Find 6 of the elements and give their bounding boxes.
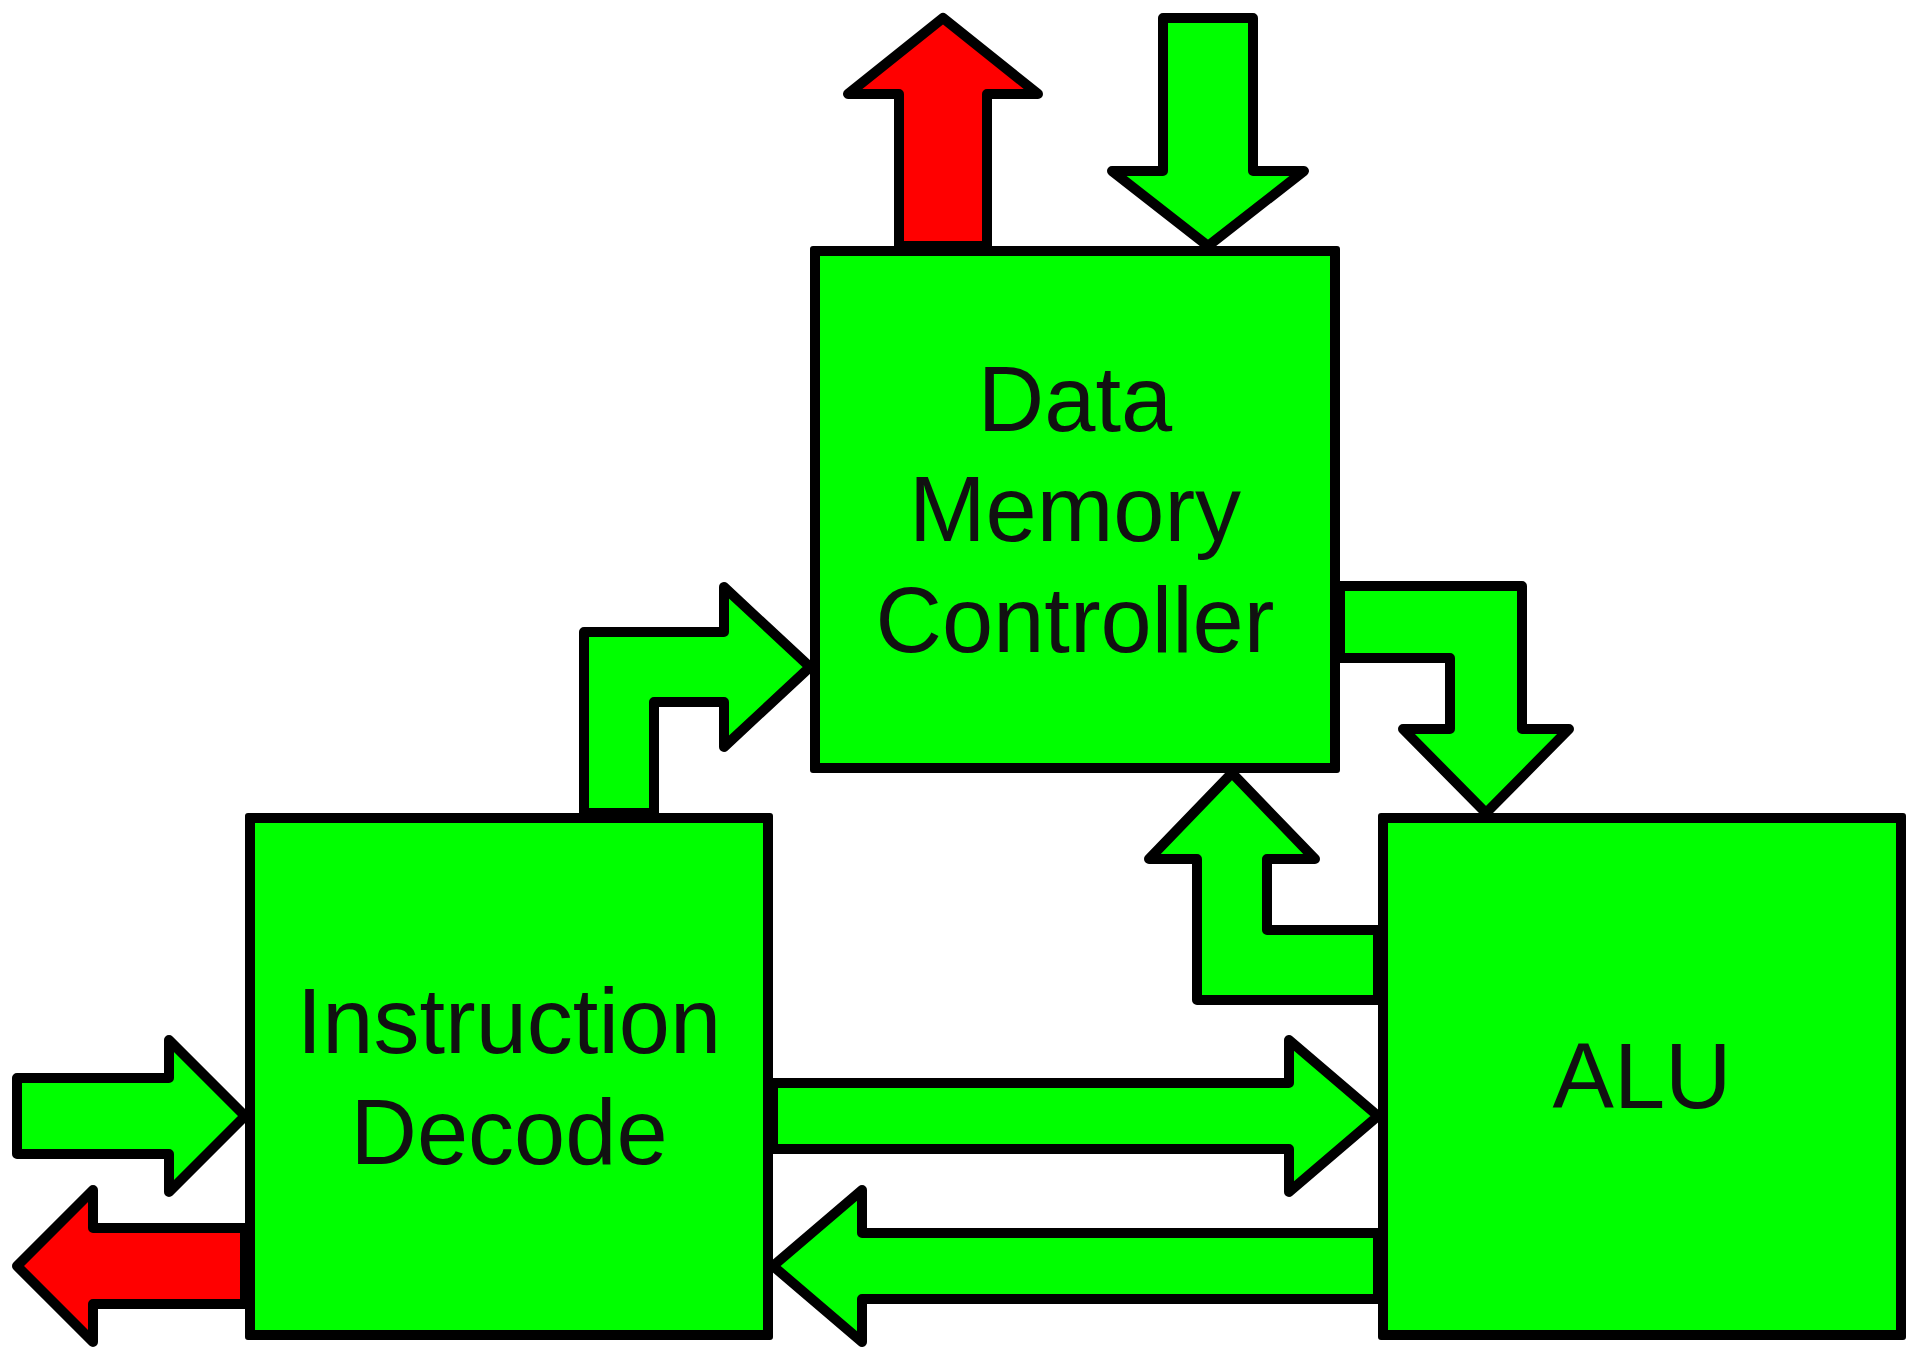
- block-label: Data Memory Controller: [874, 346, 1276, 673]
- block-box: [810, 246, 1340, 773]
- block-box: [245, 813, 773, 1340]
- block-label: ALU: [1552, 1024, 1732, 1130]
- block-label: Instruction Decode: [295, 969, 723, 1185]
- block-box: [1378, 813, 1906, 1340]
